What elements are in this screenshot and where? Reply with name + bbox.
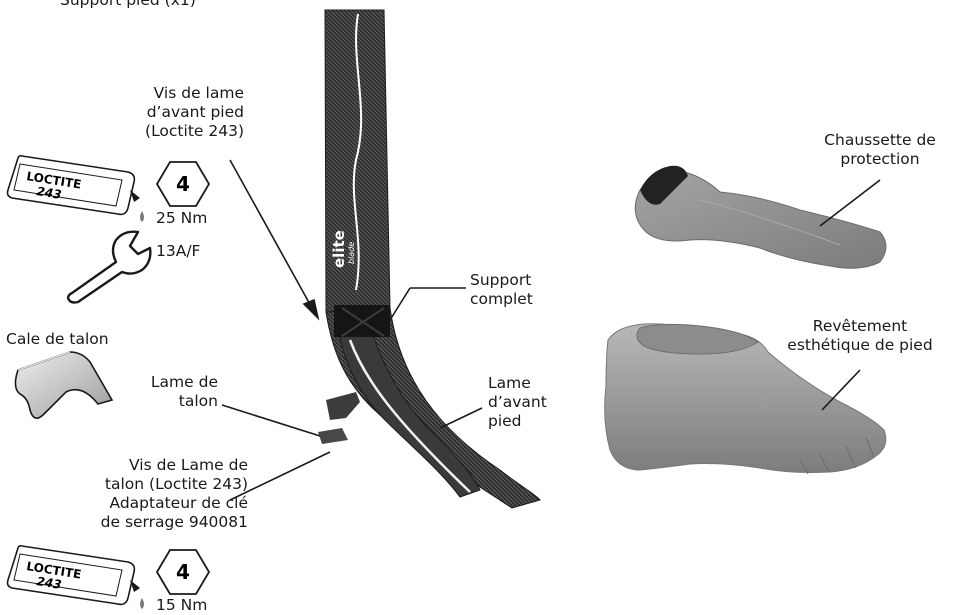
heel-screw-label: Vis de Lame de talon (Loctite 243) Adapt… [40, 456, 248, 532]
prosthetic-foot-blade: elite blade [318, 10, 540, 508]
leader-full-support-2 [390, 288, 410, 320]
brand-sub-text: blade [347, 242, 356, 264]
leader-forefoot-blade [440, 408, 482, 428]
protective-sock-image [635, 166, 886, 269]
torque-bottom-label: 15 Nm [156, 596, 207, 615]
heel-wedge-icon [15, 352, 112, 418]
hex-key-icon: 4 [157, 550, 209, 594]
glue-drop-icon [140, 211, 144, 222]
loctite-bottle-icon: LOCTITE 243 [8, 156, 141, 215]
heel-screw-head [318, 428, 348, 444]
heel-wedge-installed [326, 392, 360, 420]
torque-top-label: 25 Nm [156, 209, 207, 228]
leader-heel-blade [222, 405, 320, 436]
leader-forefoot-screw-arrow [304, 300, 318, 318]
heel-blade-label: Lame de talon [110, 373, 218, 411]
glue-drop-icon [140, 598, 144, 609]
hex-key-icon: 4 [157, 162, 209, 206]
leader-forefoot-screw [230, 160, 312, 308]
wrench-size-label: 13A/F [156, 242, 200, 261]
leader-sock [820, 180, 880, 226]
brand-logo-text: elite [330, 230, 348, 268]
loctite-bottle-icon: LOCTITE 243 [8, 546, 141, 605]
heel-wedge-label: Cale de talon [6, 330, 109, 349]
wrench-icon [68, 232, 150, 303]
cover-label: Revêtement esthétique de pied [770, 317, 950, 355]
forefoot-screw-label: Vis de lame d’avant pied (Loctite 243) [84, 84, 244, 141]
heel-blade-shape [338, 325, 480, 497]
sock-label: Chaussette de protection [812, 131, 948, 169]
full-support-label: Support complet [470, 271, 533, 309]
forefoot-blade-label: Lame d’avant pied [488, 374, 547, 431]
hex-size-top: 4 [176, 172, 190, 196]
top-cutoff-label: Support pied (x1) [60, 0, 196, 10]
hex-size-bottom: 4 [176, 560, 190, 584]
